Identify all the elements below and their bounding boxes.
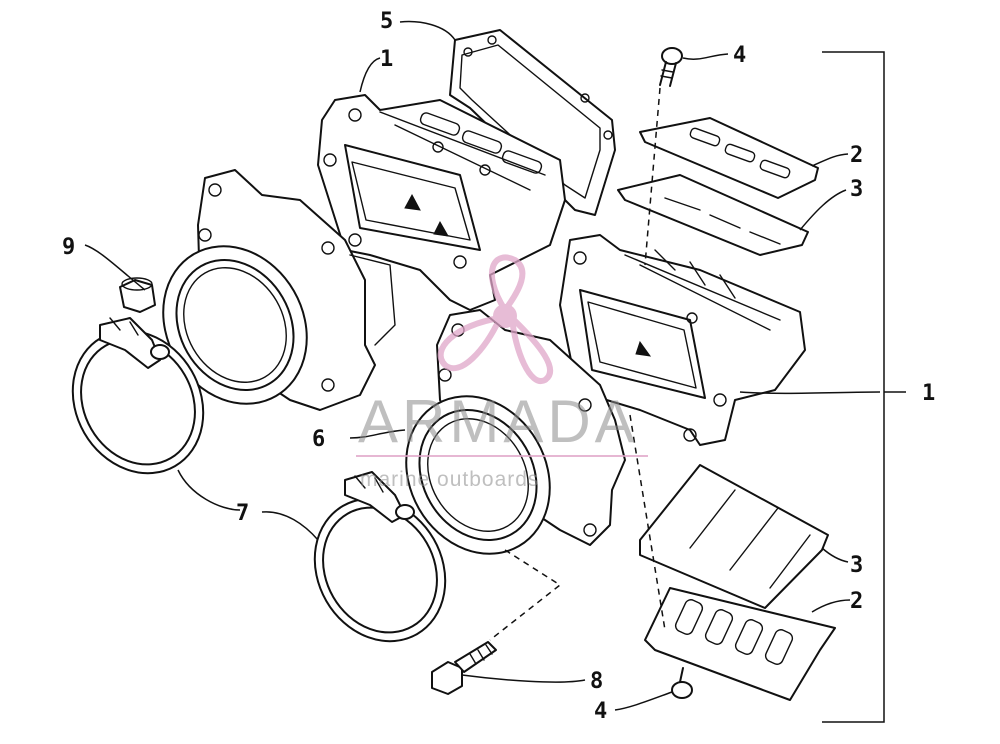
callout-6: 6 [312, 427, 325, 452]
hose-clamp-upper-part-7 [71, 317, 205, 475]
callout-3-bottom: 3 [850, 553, 863, 578]
gasket-part-5 [449, 29, 616, 216]
reed-petal-bottom-part-3 [639, 464, 849, 609]
callout-8: 8 [590, 669, 603, 694]
callout-5: 5 [380, 9, 393, 34]
reed-stop-top-part-2 [639, 117, 849, 199]
hose-clamp-lower-part-7 [177, 469, 447, 643]
reed-block-lower-part-1 [559, 234, 881, 446]
spacer-part-9 [119, 277, 156, 313]
reed-stop-bottom-part-2 [644, 587, 851, 701]
screw-top-part-4 [659, 47, 729, 87]
propeller-logo [437, 254, 554, 384]
callout-labels: 5 1 4 2 3 9 1 6 7 3 2 8 4 [62, 9, 935, 724]
callout-4-bottom: 4 [594, 699, 607, 724]
callout-9: 9 [62, 235, 75, 260]
dashed-leader-lines [84, 20, 666, 641]
intake-adaptor-lower-part-6 [349, 309, 626, 555]
callout-1-right: 1 [922, 381, 935, 406]
watermark-tagline: marine outboards [360, 468, 539, 491]
callout-2-top: 2 [850, 143, 863, 168]
reed-petal-top-part-3 [617, 174, 847, 256]
callout-1-top: 1 [380, 47, 393, 72]
watermark: ARMADA marine outboards [356, 254, 648, 491]
bolt-part-8 [431, 641, 586, 695]
callout-2-bottom: 2 [850, 589, 863, 614]
intake-adaptor-upper-part-6 [162, 169, 396, 411]
assembly-bracket [822, 51, 906, 723]
screw-bottom-part-4 [614, 667, 693, 711]
callout-4-top: 4 [733, 43, 746, 68]
callout-7: 7 [236, 501, 249, 526]
watermark-brand: ARMADA [358, 388, 639, 455]
callout-3-top: 3 [850, 177, 863, 202]
